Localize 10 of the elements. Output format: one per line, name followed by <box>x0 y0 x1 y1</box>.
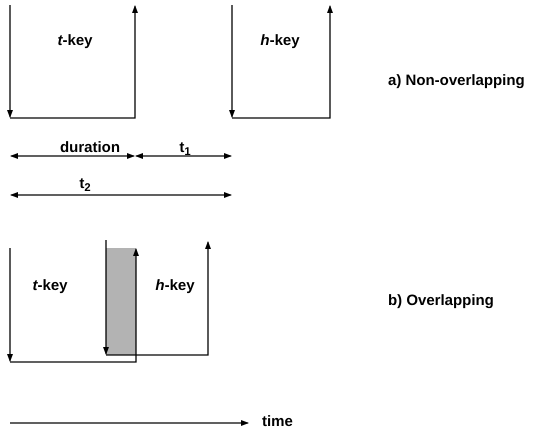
key-label: h-key <box>155 278 195 293</box>
panel-caption: a) Non-overlapping <box>388 73 525 88</box>
key-label: t-key <box>57 33 93 48</box>
panel-caption: b) Overlapping <box>388 293 494 308</box>
axis-label: time <box>262 414 293 429</box>
dimension-label: t$_{1}$ <box>179 140 191 155</box>
dimension-label: duration <box>60 140 120 155</box>
key-label: h-key <box>260 33 300 48</box>
dimension-label: t$_{2}$ <box>79 176 91 191</box>
key-label: t-key <box>32 278 68 293</box>
